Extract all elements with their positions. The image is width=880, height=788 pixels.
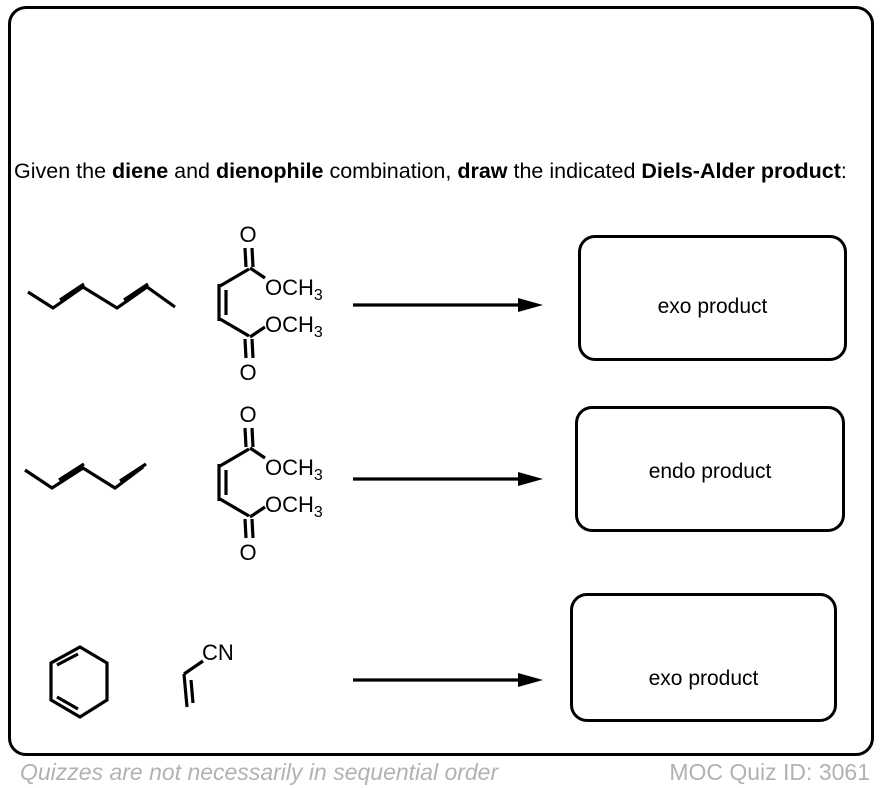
- bond-lines: [182, 659, 204, 708]
- title-segment: combination,: [323, 159, 458, 183]
- carbonyl-oxygen-label: O: [239, 360, 256, 385]
- footer-note: Quizzes are not necessarily in sequentia…: [20, 759, 499, 785]
- methoxy-label: OCH3: [265, 312, 323, 341]
- title-segment: and: [168, 159, 216, 183]
- quiz-id: MOC Quiz ID: 3061: [669, 759, 870, 785]
- reaction-arrow: [353, 472, 543, 486]
- methoxy-label: OCH3: [265, 275, 323, 304]
- product-answer-box[interactable]: exo product: [578, 235, 847, 361]
- product-label: endo product: [648, 460, 772, 483]
- product-answer-box[interactable]: exo product: [570, 593, 837, 722]
- acrylonitrile-structure: CN: [182, 640, 234, 708]
- title-segment: Given the: [14, 159, 112, 183]
- hexa-2-4-diene-structure: [27, 282, 176, 310]
- dimethyl-maleate-structure: O O OCH3 OCH3: [217, 222, 323, 385]
- carbonyl-oxygen-label: O: [239, 540, 256, 565]
- bond-lines: [49, 645, 109, 719]
- nitrile-label: CN: [202, 640, 234, 665]
- bond-lines: [27, 282, 176, 310]
- bond-lines: [217, 427, 266, 539]
- title-segment: :: [840, 159, 847, 183]
- methoxy-label: OCH3: [265, 455, 323, 484]
- cyclohexadiene-structure: [49, 645, 109, 719]
- penta-1-3-diene-structure: [24, 462, 147, 490]
- title-segment-dienophile: dienophile: [215, 159, 324, 183]
- carbonyl-oxygen-label: O: [239, 402, 256, 427]
- methoxy-label: OCH3: [265, 492, 323, 521]
- title-segment: the indicated: [507, 159, 642, 183]
- product-answer-box[interactable]: endo product: [575, 406, 845, 532]
- title-segment-draw: draw: [457, 159, 508, 183]
- product-label: exo product: [657, 295, 768, 318]
- reaction-arrow: [353, 298, 543, 312]
- title-segment-product: Diels-Alder product: [641, 159, 841, 183]
- reaction-arrow: [353, 673, 543, 687]
- quiz-title: Given the diene and dienophile combinati…: [14, 159, 876, 185]
- bond-lines: [217, 247, 266, 359]
- dimethyl-maleate-structure: O O OCH3 OCH3: [217, 402, 323, 565]
- title-segment-diene: diene: [112, 159, 169, 183]
- carbonyl-oxygen-label: O: [239, 222, 256, 247]
- bond-lines: [24, 462, 147, 490]
- product-label: exo product: [648, 666, 759, 690]
